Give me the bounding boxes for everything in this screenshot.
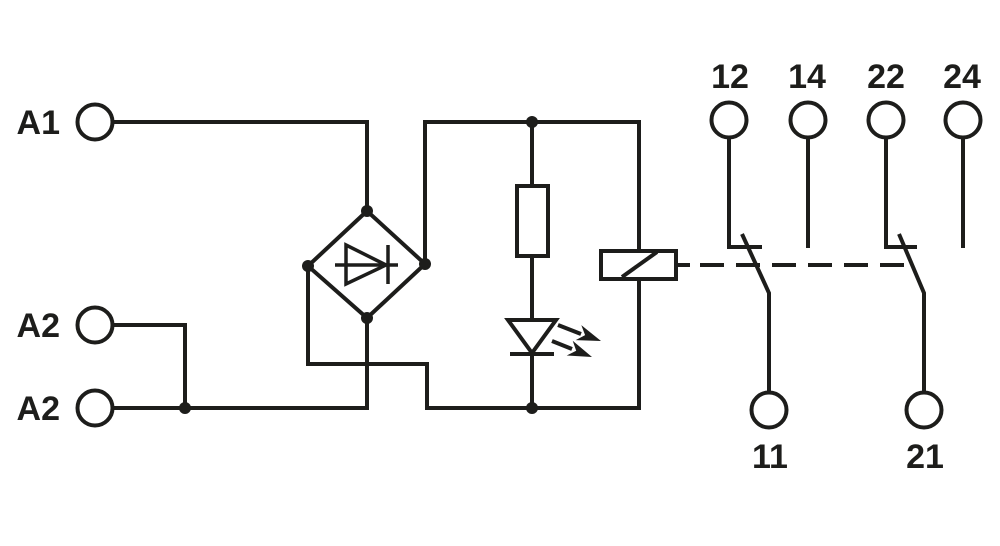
led-arrow-2-shaft bbox=[551, 339, 573, 351]
terminal-24: 24 bbox=[943, 58, 983, 140]
terminal-14-circle bbox=[788, 100, 828, 140]
terminal-21-circle bbox=[904, 390, 944, 430]
led-triangle bbox=[504, 318, 560, 357]
terminal-12-circle bbox=[709, 100, 749, 140]
series-resistor bbox=[515, 184, 550, 258]
terminal-11-label: 11 bbox=[752, 438, 788, 476]
terminal-a1-label: A1 bbox=[17, 104, 60, 142]
terminal-12-label: 12 bbox=[711, 58, 749, 96]
terminal-a2-upper: A2 bbox=[17, 305, 115, 345]
relay-coil bbox=[599, 249, 678, 281]
terminal-11: 11 bbox=[749, 390, 789, 476]
terminal-a2-upper-circle bbox=[75, 305, 115, 345]
terminal-11-circle bbox=[749, 390, 789, 430]
changeover-contact-1 bbox=[727, 139, 810, 391]
coil-circuit-wires bbox=[114, 120, 690, 410]
contact2-moving-arm bbox=[897, 233, 926, 391]
terminal-a1: A1 bbox=[17, 102, 115, 142]
wire-a1-to-bridge-top bbox=[114, 120, 369, 211]
terminal-a2-lower: A2 bbox=[17, 388, 115, 428]
junction-dot-bridge-top bbox=[361, 205, 373, 217]
terminal-22: 22 bbox=[866, 58, 906, 140]
terminal-a1-circle bbox=[75, 102, 115, 142]
resistor-body bbox=[515, 184, 550, 258]
terminal-a2-lower-label: A2 bbox=[17, 390, 60, 428]
junction-dot-resistor-branch bbox=[526, 116, 538, 128]
led-arrow-1-shaft bbox=[557, 323, 582, 336]
junction-dots bbox=[179, 116, 538, 414]
changeover-contact-2 bbox=[884, 139, 965, 391]
terminal-14-label: 14 bbox=[788, 58, 826, 96]
terminal-12: 12 bbox=[709, 58, 749, 140]
terminal-14: 14 bbox=[788, 58, 828, 140]
wire-a2-lower-to-bridge-bottom bbox=[114, 318, 369, 410]
terminal-22-label: 22 bbox=[867, 58, 905, 96]
terminal-21-label: 21 bbox=[906, 438, 944, 476]
contact2-nc-lead-22 bbox=[884, 139, 917, 249]
wire-bridge-left-to-coil-bottom bbox=[306, 266, 641, 410]
terminal-21: 21 bbox=[904, 390, 944, 476]
junction-dot-a2-rail bbox=[179, 402, 191, 414]
led-indicator bbox=[504, 318, 601, 357]
contact1-nc-lead-12 bbox=[727, 139, 762, 249]
junction-dot-led-rail bbox=[526, 402, 538, 414]
contact1-moving-arm bbox=[740, 233, 771, 391]
led-emission-arrows bbox=[551, 323, 601, 357]
junction-dot-bridge-right bbox=[419, 258, 431, 270]
led-arrow-2-head bbox=[566, 340, 592, 357]
led-arrow-1-head bbox=[575, 325, 601, 341]
terminal-a2-upper-label: A2 bbox=[17, 307, 60, 345]
bridge-rectifier bbox=[305, 208, 428, 321]
terminal-22-circle bbox=[866, 100, 906, 140]
terminal-a2-lower-circle bbox=[75, 388, 115, 428]
terminal-24-label: 24 bbox=[943, 58, 981, 96]
terminal-24-circle bbox=[943, 100, 983, 140]
junction-dot-bridge-left bbox=[302, 260, 314, 272]
junction-dot-bridge-bottom bbox=[361, 312, 373, 324]
wire-a2-upper bbox=[114, 323, 187, 408]
relay-coil-diagonal bbox=[620, 250, 659, 279]
